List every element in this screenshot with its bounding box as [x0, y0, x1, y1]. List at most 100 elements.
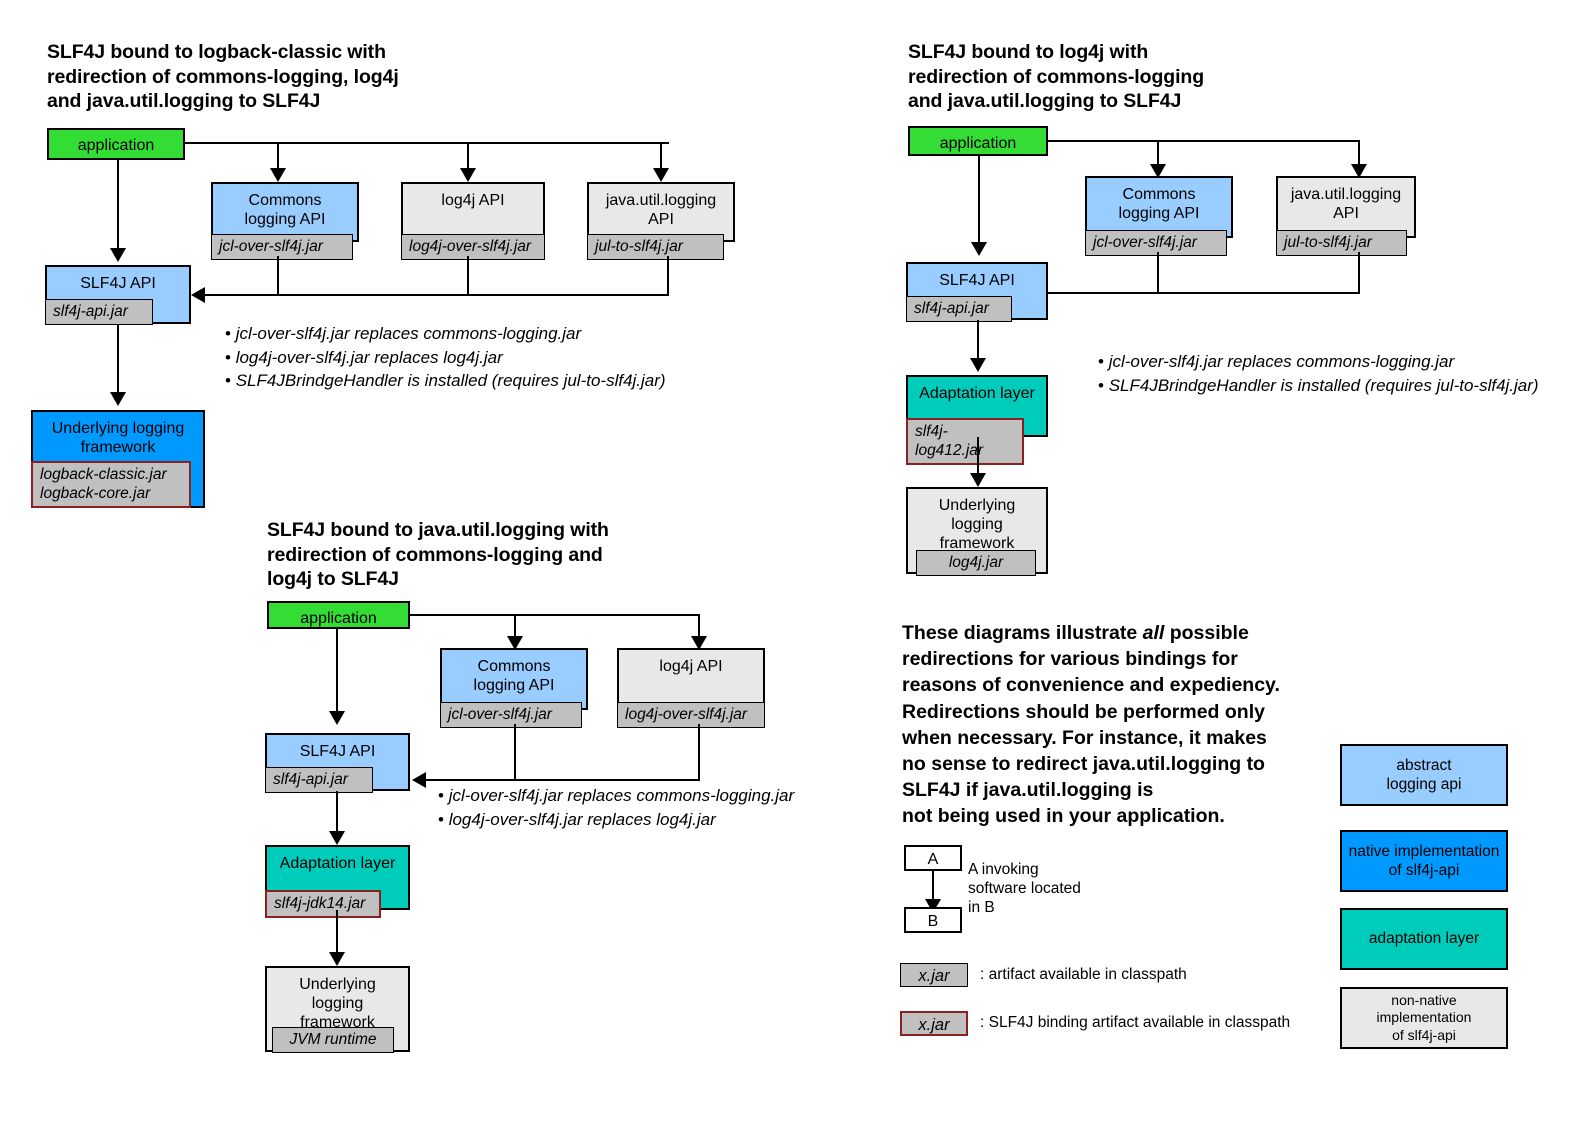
node-label: SLF4J API: [299, 743, 376, 760]
connector-jul-return: [1358, 252, 1360, 294]
legend-jar-plain-caption: : artifact available in classpath: [980, 966, 1187, 983]
legend-color-abstract-logging-api: abstract logging api: [1340, 744, 1508, 806]
legend-connector: [932, 871, 934, 903]
connector-drop-commons: [277, 142, 279, 172]
node-label: Commons logging API: [1118, 186, 1200, 222]
connector-return-bus: [1040, 292, 1360, 294]
diagram1-jar-jul-to-slf4j: jul-to-slf4j.jar: [587, 234, 724, 260]
legend-color-adaptation-layer: adaptation layer: [1340, 908, 1508, 970]
diagram1-node-application: application: [47, 128, 185, 160]
connector-adaptation-to-underlying: [336, 910, 338, 954]
node-label: log4j API: [659, 658, 723, 675]
diagram3-jar-jcl-over-slf4j: jcl-over-slf4j.jar: [440, 702, 582, 728]
connector-app-to-slf4j: [117, 160, 119, 248]
legend-arrow-caption: A invoking software located in B: [968, 861, 1081, 916]
connector-drop-log4j: [467, 142, 469, 172]
legend-color-native-implementation: native implementation of slf4j-api: [1340, 830, 1508, 892]
node-label: java.util.logging API: [1290, 186, 1402, 222]
note-line: jcl-over-slf4j.jar replaces commons-logg…: [1098, 350, 1539, 374]
connector-adaptation-to-underlying: [977, 437, 979, 475]
legend-jar-plain: x.jar: [900, 963, 968, 987]
diagram3-jar-jvm-runtime: JVM runtime: [272, 1027, 394, 1053]
arrowhead-slf4j-to-adaptation: [970, 358, 986, 372]
node-label: application: [77, 137, 155, 154]
diagram1-jar-logback: logback-classic.jar logback-core.jar: [31, 461, 191, 508]
diagram2-node-jul-api: java.util.logging API: [1276, 176, 1416, 238]
diagram2-node-commons-logging-api: Commons logging API: [1085, 176, 1233, 238]
connector-slf4j-to-adaptation: [977, 320, 979, 360]
note-line: SLF4JBrindgeHandler is installed (requir…: [225, 369, 666, 393]
arrowhead-return-slf4j: [412, 772, 426, 788]
arrowhead-return-slf4j: [191, 287, 205, 303]
arrowhead-app-to-slf4j: [110, 248, 126, 262]
connector-bus-horizontal: [185, 142, 669, 144]
connector-return-bus: [426, 779, 700, 781]
connector-drop-jul: [660, 142, 662, 172]
arrowhead-log4j: [460, 168, 476, 182]
connector-log4j-return: [467, 256, 469, 296]
legend-box-a: A: [904, 845, 962, 871]
node-label: Adaptation layer: [279, 855, 396, 872]
diagram1-jar-log4j-over-slf4j: log4j-over-slf4j.jar: [401, 234, 545, 260]
node-label: Adaptation layer: [919, 385, 1035, 402]
connector-jul-return: [667, 256, 669, 296]
diagram3-node-commons-logging-api: Commons logging API: [440, 648, 588, 710]
connector-drop-jul: [1358, 140, 1360, 168]
arrowhead-adaptation-to-underlying: [970, 473, 986, 487]
arrowhead-app-to-slf4j: [329, 711, 345, 725]
arrowhead-commons: [1150, 164, 1166, 178]
connector-commons-return: [514, 724, 516, 781]
node-label: log4j API: [441, 192, 505, 209]
arrowhead-app-to-slf4j: [971, 242, 987, 256]
diagram3-jar-slf4j-api: slf4j-api.jar: [265, 767, 373, 793]
diagram3-jar-slf4j-jdk14: slf4j-jdk14.jar: [265, 890, 381, 918]
diagram2-notes: jcl-over-slf4j.jar replaces commons-logg…: [1098, 350, 1539, 397]
connector-drop-commons: [514, 614, 516, 640]
diagram2-node-application: application: [908, 126, 1048, 156]
note-line: log4j-over-slf4j.jar replaces log4j.jar: [438, 808, 794, 832]
explanation-emphasis: all: [1142, 622, 1165, 644]
connector-drop-commons: [1157, 140, 1159, 168]
connector-return-bus: [205, 294, 669, 296]
diagram3-title: SLF4J bound to java.util.logging with re…: [267, 519, 609, 590]
arrowhead-slf4j-to-underlying: [110, 392, 126, 406]
node-label: application: [300, 610, 377, 627]
arrowhead-jul: [1351, 164, 1367, 178]
node-label: SLF4J API: [939, 272, 1015, 289]
note-line: jcl-over-slf4j.jar replaces commons-logg…: [225, 322, 666, 346]
legend-color-non-native-implementation: non-native implementation of slf4j-api: [1340, 987, 1508, 1049]
note-line: jcl-over-slf4j.jar replaces commons-logg…: [438, 784, 794, 808]
diagram2-jar-jul-to-slf4j: jul-to-slf4j.jar: [1276, 230, 1407, 256]
legend-jar-binding: x.jar: [900, 1011, 968, 1036]
note-line: SLF4JBrindgeHandler is installed (requir…: [1098, 374, 1539, 398]
node-label: Commons logging API: [244, 192, 326, 228]
diagram3-node-log4j-api: log4j API: [617, 648, 765, 710]
diagram1-node-jul-api: java.util.logging API: [587, 182, 735, 242]
diagram2-jar-jcl-over-slf4j: jcl-over-slf4j.jar: [1085, 230, 1227, 256]
diagram1-jar-jcl-over-slf4j: jcl-over-slf4j.jar: [211, 234, 353, 260]
node-label: Commons logging API: [473, 658, 555, 694]
node-label: application: [939, 135, 1017, 152]
legend-box-b: B: [904, 907, 962, 933]
connector-slf4j-to-underlying: [117, 324, 119, 392]
connector-log4j-return: [698, 724, 700, 781]
diagram1-node-commons-logging-api: Commons logging API: [211, 182, 359, 242]
diagram1-node-log4j-api: log4j API: [401, 182, 545, 242]
node-label: Underlying logging framework: [938, 497, 1016, 552]
explanation-part2: possible redirections for various bindin…: [902, 622, 1280, 828]
connector-bus-horizontal: [410, 614, 700, 616]
diagram2-jar-slf4j-api: slf4j-api.jar: [906, 296, 1012, 322]
arrowhead-commons: [507, 636, 523, 650]
legend-jar-binding-caption: : SLF4J binding artifact available in cl…: [980, 1014, 1291, 1031]
connector-app-to-slf4j: [336, 629, 338, 711]
diagram2-title: SLF4J bound to log4j with redirection of…: [908, 41, 1205, 112]
connector-commons-return: [277, 256, 279, 296]
arrowhead-slf4j-to-adaptation: [329, 831, 345, 845]
connector-slf4j-to-adaptation: [336, 791, 338, 833]
node-label: Underlying logging framework: [299, 976, 376, 1031]
connector-commons-return: [1157, 252, 1159, 294]
diagram1-title: SLF4J bound to logback-classic with redi…: [47, 41, 399, 112]
arrowhead-adaptation-to-underlying: [329, 952, 345, 966]
node-label: Underlying logging framework: [51, 420, 185, 456]
diagram1-jar-slf4j-api: slf4j-api.jar: [45, 299, 153, 325]
